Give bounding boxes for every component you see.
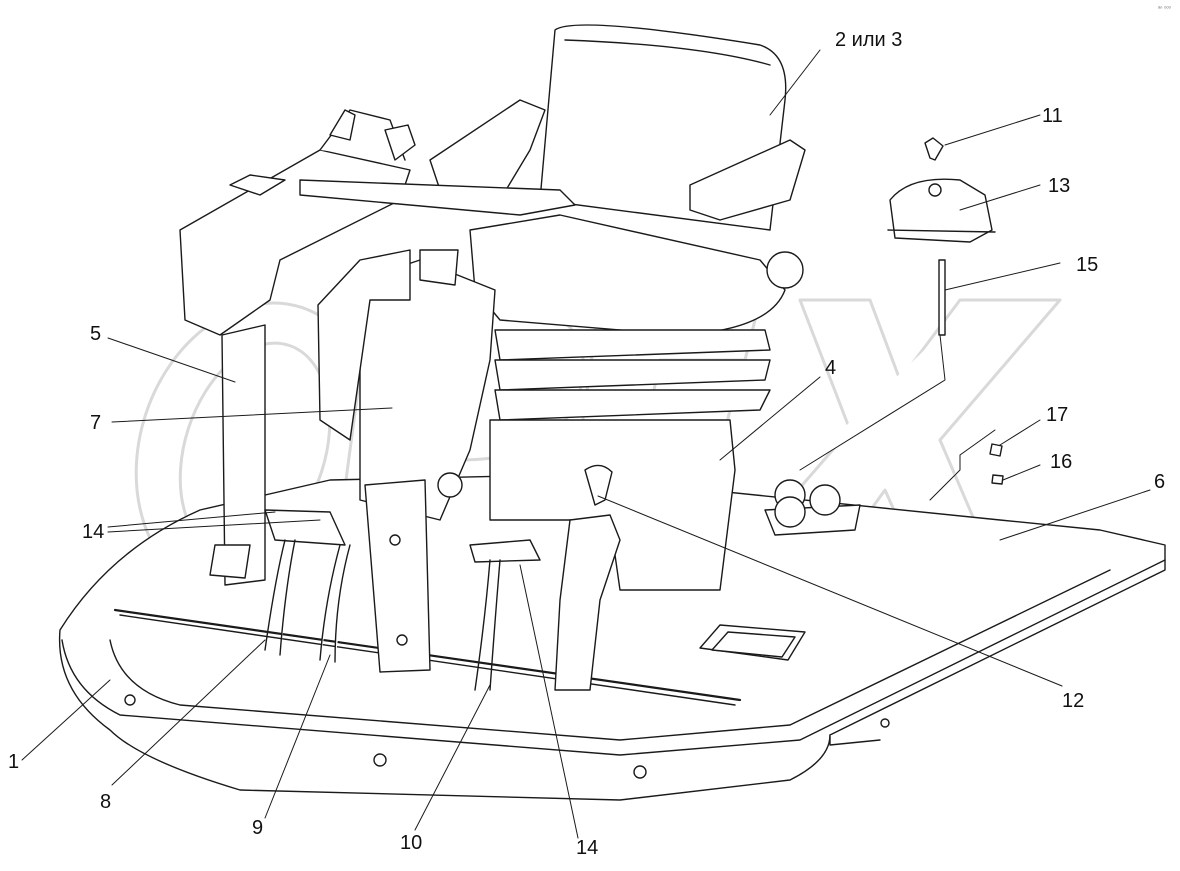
callout-9: 9	[252, 817, 264, 839]
callout-17: 17	[1046, 404, 1069, 426]
callout-6: 6	[1154, 471, 1166, 493]
callout-15: 15	[1076, 254, 1099, 276]
callout-7: 7	[90, 412, 102, 434]
callout-11: 11	[1042, 105, 1063, 127]
pedals	[264, 464, 621, 691]
leader-lines	[21, 49, 1151, 839]
callout-2-or-3: 2 или 3	[835, 29, 903, 51]
callout-1: 1	[8, 751, 20, 773]
operator-seat	[429, 24, 806, 591]
callout-12: 12	[1062, 690, 1085, 712]
control-column	[179, 109, 576, 586]
corner-mark: ᵃⁿ ᵒᵒᵒ	[1158, 6, 1171, 12]
callout-4: 4	[825, 357, 837, 379]
callout-13: 13	[1048, 175, 1071, 197]
callout-8: 8	[100, 791, 112, 813]
callout-5: 5	[90, 323, 102, 345]
filter-bodies	[764, 479, 861, 536]
callout-16: 16	[1050, 451, 1073, 473]
callout-14-bottom: 14	[576, 837, 599, 859]
platform-base	[58, 474, 1166, 801]
cap-assembly	[799, 137, 1004, 501]
callout-14-left: 14	[82, 521, 105, 543]
callout-10: 10	[400, 832, 423, 854]
steering-column	[317, 249, 496, 673]
